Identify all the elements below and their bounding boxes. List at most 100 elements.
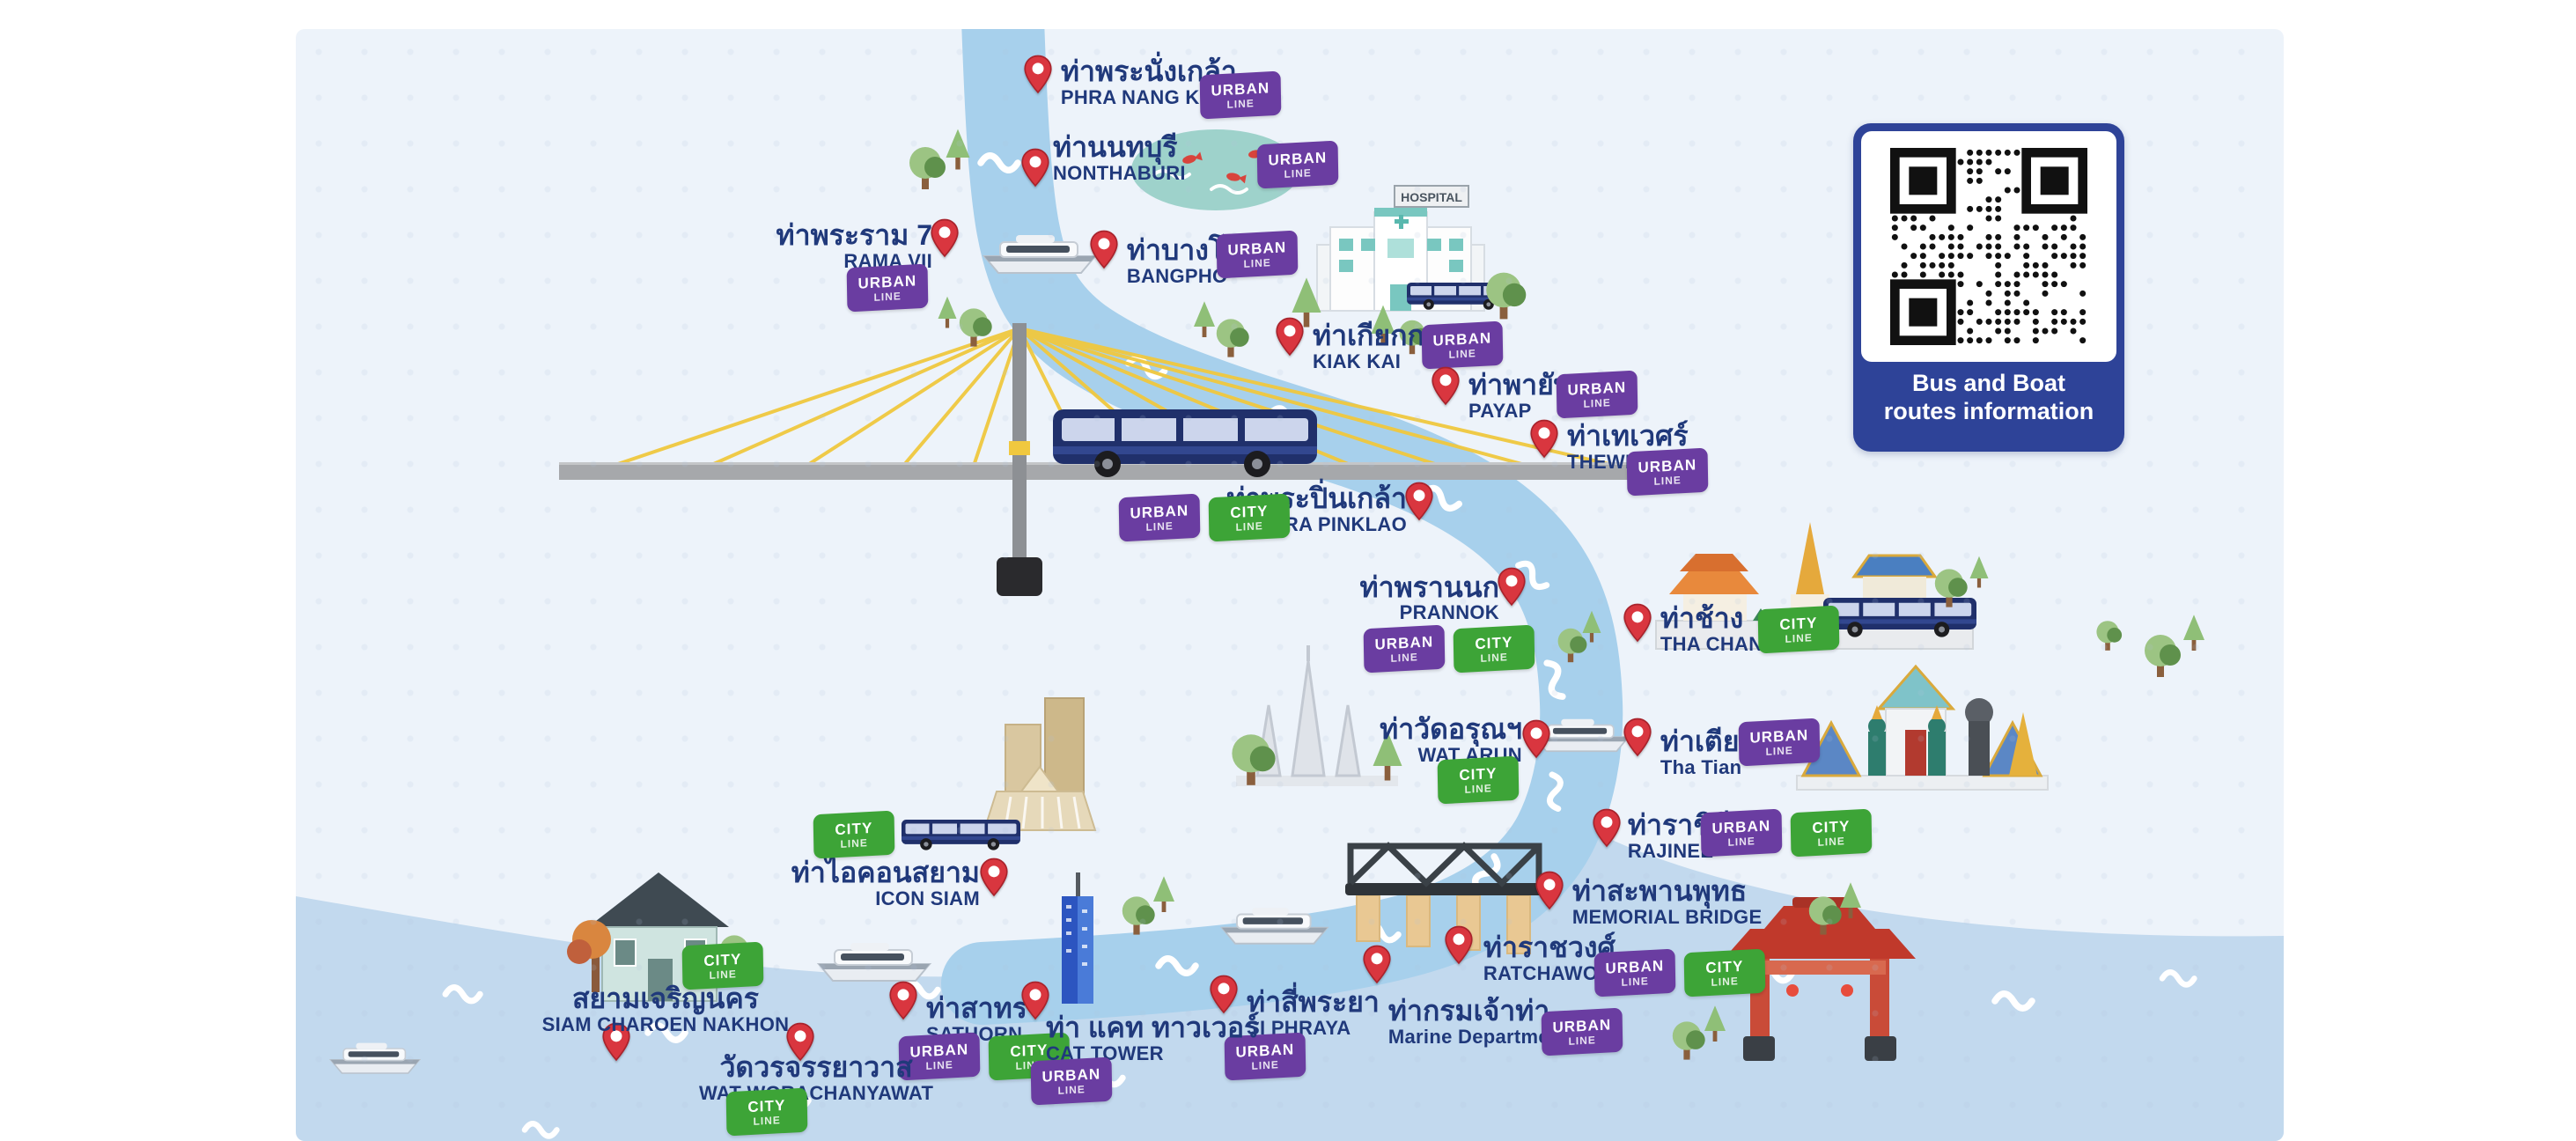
badge-line2: LINE bbox=[1226, 96, 1255, 111]
badge-line2: LINE bbox=[1243, 255, 1271, 270]
chao-phraya-river bbox=[941, 29, 1623, 1025]
badge-line2: LINE bbox=[1390, 650, 1418, 665]
station-name-english: PAYAP bbox=[1468, 399, 1532, 422]
badge-line2: LINE bbox=[1583, 395, 1611, 410]
qr-code-image bbox=[1890, 148, 2087, 345]
map-pin-icon bbox=[1021, 981, 1049, 1020]
station-name-english: BANGPHO bbox=[1126, 264, 1228, 287]
map-pin-icon bbox=[1623, 718, 1652, 757]
station-name-english: RAJINEE bbox=[1627, 839, 1714, 862]
badge-line2: LINE bbox=[873, 289, 902, 304]
station-name-english: KIAK KAI bbox=[1313, 350, 1402, 372]
badge-line2: LINE bbox=[1284, 166, 1312, 180]
badge-line2: LINE bbox=[1817, 834, 1845, 849]
badge-line2: LINE bbox=[1653, 473, 1682, 488]
station-name-thai: ท่าราชวงศ์ bbox=[1483, 931, 1616, 964]
map-pin-icon bbox=[980, 858, 1008, 897]
map-pin-icon bbox=[1210, 975, 1238, 1014]
memorial-truss-bridge bbox=[1345, 842, 1544, 954]
qr-caption-line1: Bus and Boat bbox=[1911, 370, 2065, 396]
map-pin-icon bbox=[1498, 567, 1526, 607]
station-name-thai: ท่าไอคอนสยาม bbox=[791, 856, 980, 888]
hospital-sign: HOSPITAL bbox=[1401, 190, 1462, 204]
map-pin-icon bbox=[1530, 419, 1558, 459]
badge-line2: LINE bbox=[1480, 650, 1508, 665]
ferry-boat bbox=[818, 942, 931, 982]
badge-line2: LINE bbox=[1727, 834, 1755, 849]
map-pin-icon bbox=[1432, 366, 1460, 406]
map-pin-icon bbox=[1090, 230, 1118, 269]
station-label: ท่า แคท ทาวเวอร์CAT TOWER bbox=[1046, 1012, 1259, 1064]
badge-line2: LINE bbox=[1057, 1082, 1086, 1097]
badge-line2: LINE bbox=[1235, 519, 1263, 534]
station-name-thai: วัดวรจรรยาวาส bbox=[719, 1051, 913, 1084]
map-pin-icon bbox=[1363, 945, 1391, 984]
station-name-english: PRANNOK bbox=[1399, 601, 1499, 624]
badge-line2: LINE bbox=[840, 836, 868, 850]
icon-siam-bus bbox=[902, 820, 1020, 850]
badge-line2: LINE bbox=[1448, 346, 1476, 361]
badge-line2: LINE bbox=[753, 1113, 782, 1128]
station-name-thai: ท่า แคท ทาวเวอร์ bbox=[1045, 1012, 1260, 1044]
map-pin-icon bbox=[1024, 55, 1052, 94]
station-name-thai: ท่าพรานนก bbox=[1359, 570, 1499, 603]
badge-line2: LINE bbox=[1621, 974, 1649, 989]
cat-tower-building bbox=[1062, 872, 1093, 1004]
temple-with-giants bbox=[1796, 664, 2049, 791]
map-pin-icon bbox=[1021, 148, 1049, 188]
station-name-thai: ท่าสาทร bbox=[926, 992, 1027, 1025]
qr-caption-line2: routes information bbox=[1883, 398, 2094, 425]
station-name-english: SIAM CHAROEN NAKHON bbox=[541, 1012, 790, 1035]
station-name-english: Marine Department bbox=[1387, 1025, 1569, 1048]
map-pin-icon bbox=[1405, 482, 1433, 521]
wat-arun-temple bbox=[1232, 645, 1402, 786]
station-name-thai: ท่าสี่พระยา bbox=[1247, 985, 1380, 1018]
qr-panel: Bus and Boat routes information bbox=[1853, 123, 2124, 452]
station-name-thai: สยามเจริญนคร bbox=[572, 983, 759, 1015]
badge-line2: LINE bbox=[1765, 743, 1793, 758]
station-name-thai: ท่าช้าง bbox=[1660, 601, 1744, 634]
station-name-thai: ท่าพายัพ bbox=[1468, 368, 1572, 401]
station-name-thai: ท่าสะพานพุทธ bbox=[1571, 875, 1748, 907]
road bbox=[559, 464, 1692, 480]
map-pin-icon bbox=[889, 981, 917, 1020]
rama-bridge-road bbox=[559, 323, 1692, 596]
badge-line2: LINE bbox=[1711, 974, 1739, 989]
map-pin-icon bbox=[786, 1022, 814, 1062]
hospital-building: HOSPITAL bbox=[1292, 185, 1527, 328]
station-name-thai: ท่ากรมเจ้าท่า bbox=[1387, 994, 1550, 1027]
